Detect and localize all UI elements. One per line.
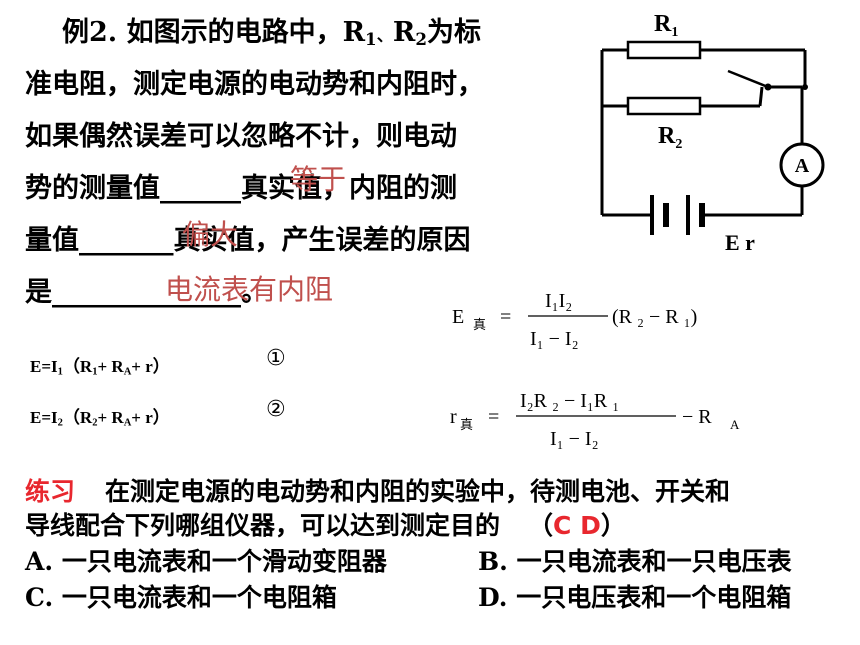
- answer-equal: 等于: [290, 163, 347, 196]
- formula-r-equals: =: [488, 406, 499, 428]
- question-line-4: 势的测量值______真实值，内阻的测: [25, 166, 457, 211]
- r1-symbol: R: [342, 17, 366, 48]
- formula-r-lhs: r: [450, 406, 457, 428]
- formula-e-lhs-sub: 真: [473, 317, 486, 332]
- eq-sub: 2: [57, 417, 63, 429]
- formula-e-equals: =: [500, 306, 511, 328]
- question-text: 真实值，产生误差的原因: [173, 225, 471, 256]
- equation-1: E=I1（R1+ RA+ r）: [30, 352, 170, 378]
- r2-subscript: 2: [415, 29, 427, 50]
- option-letter: D.: [478, 583, 508, 612]
- question-text: 势的测量值: [25, 173, 160, 204]
- eq-text: E=I: [30, 408, 58, 427]
- formula-e-denominator: I₁ − I₂: [530, 328, 579, 350]
- answer-ammeter-resistance: 电流表有内阻: [165, 273, 334, 306]
- answer-blank: ______: [160, 173, 241, 204]
- paren: （: [528, 511, 554, 540]
- formula-e-numerator: I₁I₂: [545, 290, 572, 312]
- ammeter-label: A: [795, 155, 810, 177]
- answer-larger: 偏大: [182, 218, 239, 251]
- equation-2-number: ②: [266, 397, 286, 422]
- eq-text: + R: [97, 408, 124, 427]
- practice-text: 在测定电源的电动势和内阻的实验中，待测电池、开关和: [105, 477, 731, 506]
- resistor-r1-icon: [626, 40, 702, 60]
- option-d: D. 一只电压表和一个电阻箱: [478, 581, 791, 615]
- r1-subscript: 1: [365, 29, 377, 50]
- question-line-3: 如果偶然误差可以忽略不计，则电动: [25, 121, 457, 152]
- formula-e-rest: (R ₂ − R ₁): [612, 306, 697, 328]
- formula-r-rest-sub: A: [730, 417, 740, 432]
- paren: ）: [600, 511, 626, 540]
- option-c: C. 一只电流表和一个电阻箱: [25, 581, 337, 615]
- formula-e-true: E 真 = I₁I₂ I₁ − I₂ (R ₂ − R ₁): [452, 290, 697, 350]
- question-line-6: 是______________。: [25, 270, 268, 315]
- resistor-r2-icon: [626, 96, 702, 116]
- practice-label: 练习: [25, 477, 76, 506]
- option-letter: A.: [25, 547, 54, 576]
- practice-line-2: 导线配合下列哪组仪器，可以达到测定目的 （C D）: [25, 509, 626, 543]
- formula-r-numerator: I₂R ₂ − I₁R ₁: [520, 390, 619, 412]
- option-text: 一只电流表和一个滑动变阻器: [61, 547, 387, 576]
- option-a: A. 一只电流表和一个滑动变阻器: [25, 545, 387, 579]
- eq-text: + R: [97, 357, 124, 376]
- switch-icon: [727, 69, 772, 91]
- formula-r-lhs-sub: 真: [460, 417, 473, 432]
- eq-sub: 1: [57, 366, 63, 378]
- question-text: 例2. 如图示的电路中，: [62, 17, 343, 48]
- eq-text: + r）: [131, 357, 170, 376]
- option-b: B. 一只电流表和一只电压表: [478, 545, 792, 579]
- question-text: 。: [241, 277, 268, 308]
- ammeter-icon: [779, 142, 825, 188]
- question-line-5: 量值_______真实值，产生误差的原因: [25, 218, 471, 263]
- source-label: E r: [725, 230, 755, 255]
- question-text: 为标: [427, 17, 481, 48]
- practice-answer: C D: [553, 511, 601, 540]
- r1-label: R1: [654, 11, 678, 40]
- practice-line-1: 练习在测定电源的电动势和内阻的实验中，待测电池、开关和: [25, 475, 730, 509]
- formula-r-denominator: I₁ − I₂: [550, 428, 599, 450]
- eq-sub: A: [123, 417, 132, 429]
- r2-label: R2: [658, 123, 682, 152]
- question-text: 真实值，内阻的测: [241, 173, 457, 204]
- circuit-diagram: A R1 R2 E r: [600, 11, 825, 255]
- question-line-1: 例2. 如图示的电路中，R1、R2为标: [62, 10, 481, 62]
- formula-r-true: r 真 = I₂R ₂ − I₁R ₁ I₁ − I₂ − R A: [450, 390, 740, 450]
- battery-icon: [650, 195, 705, 235]
- eq-text: （R: [62, 408, 93, 427]
- separator: 、: [376, 26, 393, 45]
- option-text: 一只电流表和一只电压表: [516, 547, 792, 576]
- equation-1-number: ①: [266, 346, 286, 371]
- option-letter: C.: [25, 583, 54, 612]
- formula-r-rest: − R: [682, 406, 712, 428]
- question-line-2: 准电阻，测定电源的电动势和内阻时，: [25, 69, 484, 100]
- eq-text: E=I: [30, 357, 58, 376]
- r2-symbol: R: [392, 17, 416, 48]
- eq-sub: A: [123, 366, 132, 378]
- question-text: 量值: [25, 225, 79, 256]
- practice-text: 导线配合下列哪组仪器，可以达到测定目的: [25, 511, 501, 540]
- question-text: 是: [25, 277, 52, 308]
- formula-e-lhs: E: [452, 306, 464, 328]
- answer-blank: ______________: [52, 277, 241, 308]
- option-text: 一只电流表和一个电阻箱: [61, 583, 337, 612]
- option-text: 一只电压表和一个电阻箱: [516, 583, 792, 612]
- option-letter: B.: [478, 547, 508, 576]
- eq-sub: 1: [92, 366, 98, 378]
- answer-blank: _______: [79, 225, 174, 256]
- eq-text: + r）: [131, 408, 170, 427]
- eq-sub: 2: [92, 417, 98, 429]
- eq-text: （R: [62, 357, 93, 376]
- equation-2: E=I2（R2+ RA+ r）: [30, 403, 170, 429]
